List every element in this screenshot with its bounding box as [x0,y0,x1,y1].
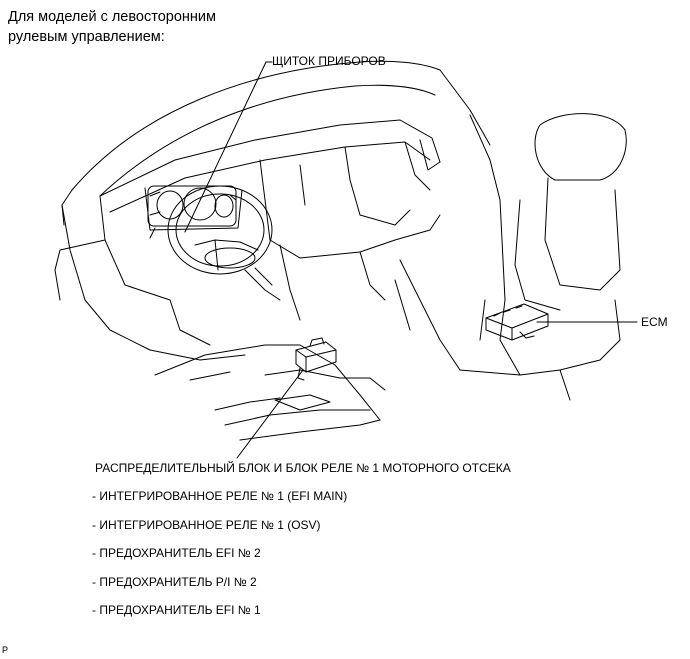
component-list: - ИНТЕГРИРОВАННОЕ РЕЛЕ № 1 (EFI MAIN) - … [92,489,347,632]
heading-line-1: Для моделей с левосторонним [8,9,216,25]
component-item: - ПРЕДОХРАНИТЕЛЬ EFI № 1 [92,603,261,618]
seat-outline [394,113,627,401]
junction-block-label: РАСПРЕДЕЛИТЕЛЬНЫЙ БЛОК И БЛОК РЕЛЕ № 1 М… [95,461,511,475]
junction-block [295,337,337,381]
heading-line-2: рулевым управлением: [8,29,165,45]
door-outline [54,204,246,361]
dashboard-outline [54,119,441,321]
instrument-cluster-label: ЩИТОК ПРИБОРОВ [272,54,386,68]
component-item: - ПРЕДОХРАНИТЕЛЬ EFI № 2 [92,546,261,561]
footer-code: P [2,645,9,655]
diagram-heading: Для моделей с левосторонним рулевым упра… [8,7,216,47]
component-item: - ИНТЕГРИРОВАННОЕ РЕЛЕ № 1 (OSV) [92,517,321,532]
component-item: - ПРЕДОХРАНИТЕЛЬ P/I № 2 [92,574,257,589]
windshield-outline [61,60,491,226]
cluster-leader-line [184,61,267,233]
ecm-label: ECM [641,315,668,329]
instrument-cluster [144,185,243,239]
junction-block-leader-line [236,369,304,459]
steering-wheel [167,185,281,301]
ecm-unit [485,303,549,341]
component-item: - ИНТЕГРИРОВАННОЕ РЕЛЕ № 1 (EFI MAIN) [92,489,348,503]
floor-outline [154,299,386,441]
